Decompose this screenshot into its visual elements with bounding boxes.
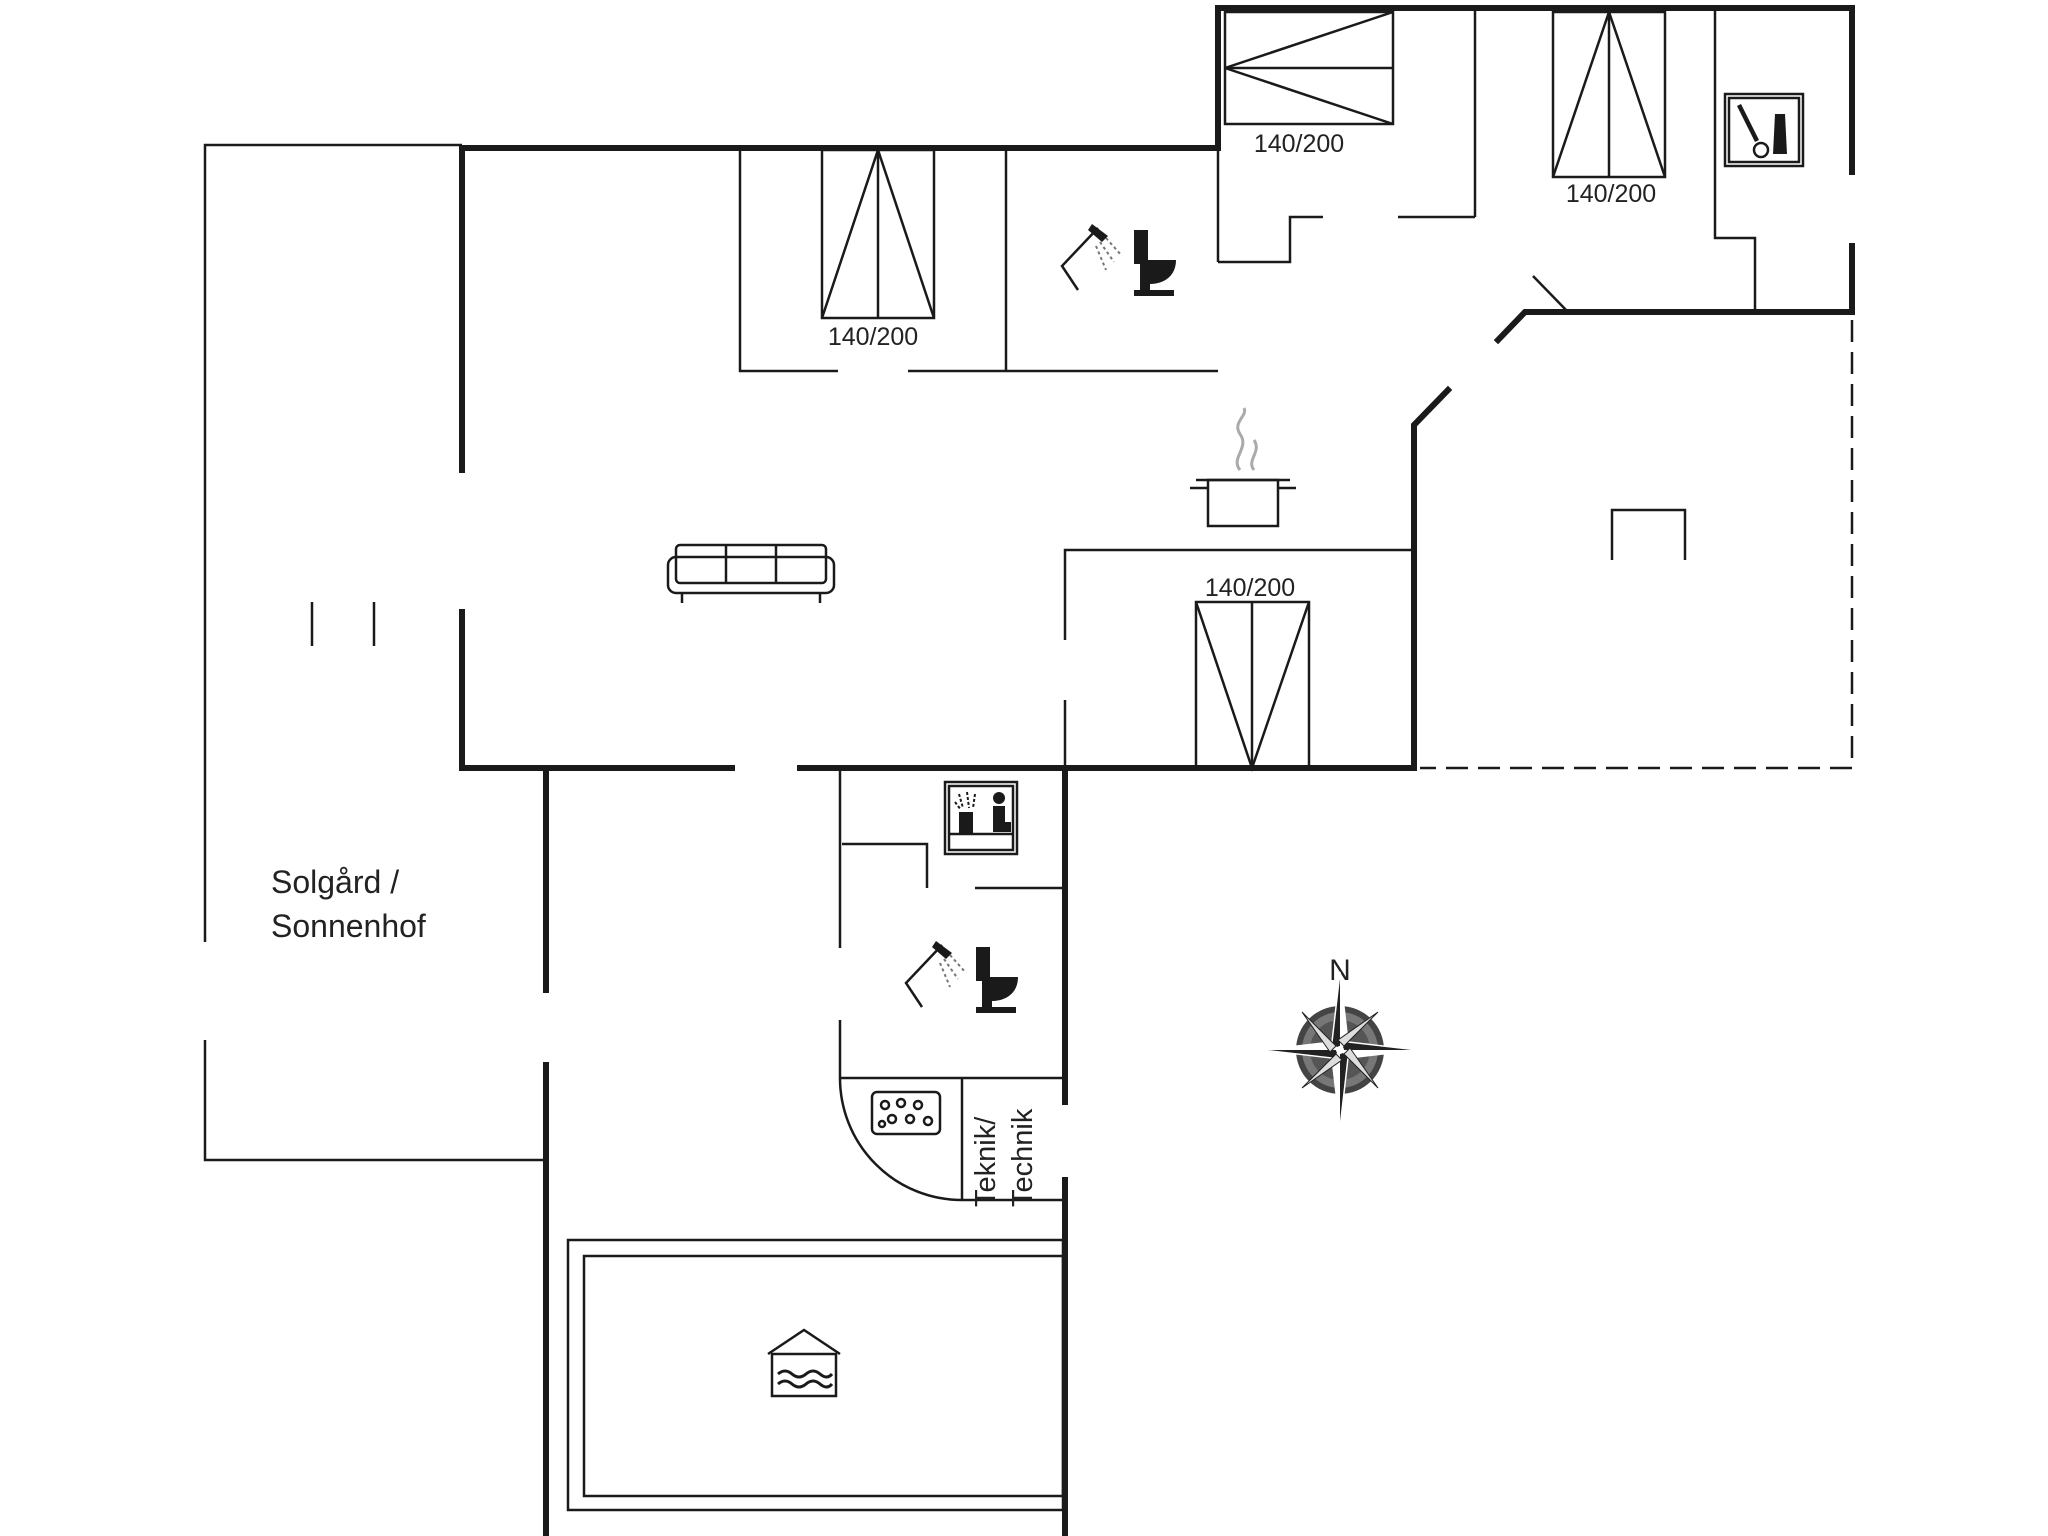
technik-label-line1: Teknik/ xyxy=(970,1116,1002,1207)
terrace-outline xyxy=(1420,320,1854,770)
swimming-pool xyxy=(566,1238,1065,1512)
bed-1-label: 140/200 xyxy=(828,323,918,351)
interior-walls xyxy=(738,8,1757,1202)
sauna-icon xyxy=(943,780,1019,856)
toilet-icon-bath-2 xyxy=(976,947,1018,1013)
sofa-icon xyxy=(666,543,836,603)
compass-rose-icon: N xyxy=(1261,954,1419,1129)
bed-3 xyxy=(1551,8,1667,179)
swimming-pool-icon xyxy=(767,1328,841,1398)
courtyard-label-line2: Sonnenhof xyxy=(271,908,426,944)
outer-walls xyxy=(459,5,1855,1536)
bed-1 xyxy=(820,146,936,320)
terrace-table xyxy=(1610,508,1687,560)
bed-2-label: 140/200 xyxy=(1254,130,1344,158)
cooking-pot-icon xyxy=(1190,407,1296,528)
courtyard-outline xyxy=(203,143,546,1162)
shower-icon xyxy=(1060,224,1123,291)
bed-3-label: 140/200 xyxy=(1566,180,1656,208)
whirlpool-icon xyxy=(870,1090,942,1136)
toilet-icon xyxy=(1134,230,1176,296)
technik-label-line2: Technik xyxy=(1007,1108,1039,1207)
courtyard-label-line1: Solgård / xyxy=(271,864,399,900)
bed-4-label: 140/200 xyxy=(1205,574,1295,602)
bed-2 xyxy=(1223,10,1395,126)
bed-4 xyxy=(1194,600,1311,772)
washing-machine-icon xyxy=(1723,92,1805,168)
shower-icon-bath-2 xyxy=(904,941,967,1008)
compass-north-label: N xyxy=(1329,954,1351,987)
